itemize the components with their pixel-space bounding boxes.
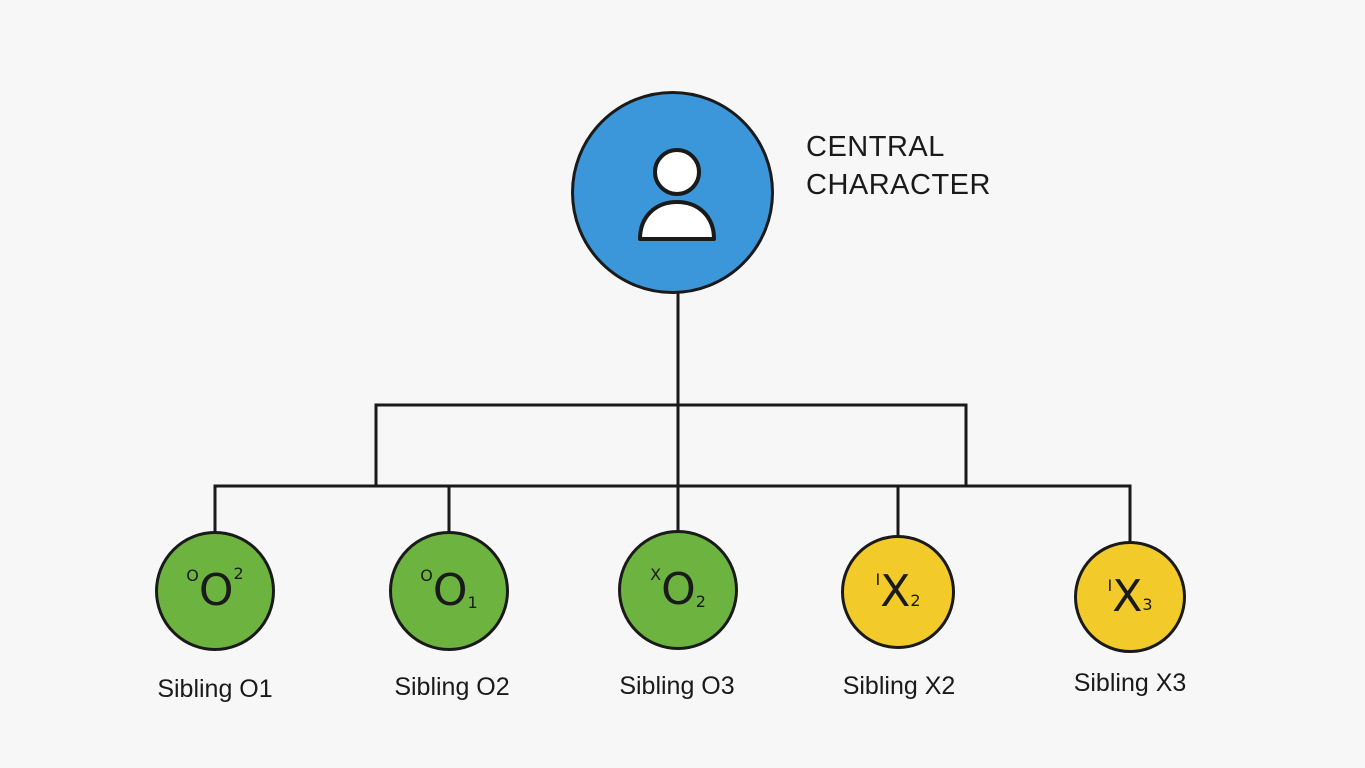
sibling-label-o2: Sibling O2 — [394, 673, 510, 701]
sibling-node-o2: O O 1 — [389, 531, 509, 651]
sibling-node-x2: I X 2 — [841, 535, 955, 649]
sibling-symbol: O O 1 — [420, 565, 478, 616]
sibling-symbol: O O 2 — [186, 564, 244, 616]
sibling-symbol: X O 2 — [650, 564, 706, 615]
central-label-line-1: CENTRAL — [806, 131, 945, 163]
upper-bracket — [374, 403, 968, 486]
sibling-node-x3: I X 3 — [1074, 541, 1186, 653]
sibling-label-o3: Sibling O3 — [619, 672, 735, 700]
person-icon — [638, 148, 716, 241]
sibling-symbol: I X 3 — [1107, 571, 1153, 622]
sibling-symbol: I X 2 — [875, 566, 921, 617]
sibling-label-x3: Sibling X3 — [1073, 669, 1187, 697]
central-character-label: CENTRAL CHARACTER — [806, 128, 991, 204]
sibling-label-x2: Sibling X2 — [842, 672, 956, 700]
sibling-label-o1: Sibling O1 — [157, 675, 273, 703]
sibling-node-o1: O O 2 — [155, 531, 275, 651]
sibling-node-o3: X O 2 — [618, 530, 738, 650]
central-character-node — [571, 91, 774, 294]
central-label-line-2: CHARACTER — [806, 169, 991, 201]
